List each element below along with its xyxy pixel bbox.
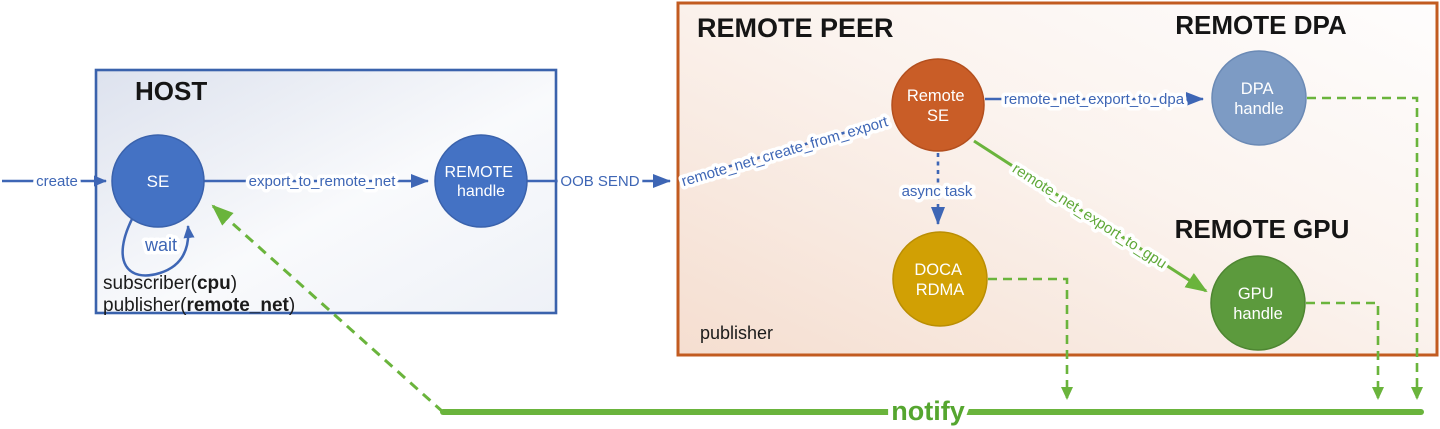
subscriber-arg: cpu [197, 273, 231, 294]
remote-dpa-title: REMOTE DPA [1175, 10, 1347, 40]
wait-label: wait [144, 235, 177, 255]
gpu-handle-node [1210, 255, 1306, 351]
se-node-label: SE [147, 172, 170, 191]
gpu-handle-line2: handle [1233, 305, 1283, 323]
notify-return-edge [211, 204, 445, 414]
doca-rdma-node [892, 231, 988, 327]
oob-send-label: OOB SEND [560, 173, 639, 190]
remote-handle-node-label: REMOTE handle [445, 164, 518, 200]
doca-rdma-line1: DOCA [914, 261, 962, 279]
subscriber-prefix: subscriber( [103, 273, 198, 294]
remote-se-line1: Remote [907, 87, 965, 105]
remote-se-node [891, 58, 985, 152]
remote-handle-line2: handle [457, 183, 505, 200]
dpa-handle-line1: DPA [1241, 80, 1274, 98]
create-edge-label: create [36, 173, 78, 190]
doca-notify-connector [988, 277, 1073, 400]
remote-handle-node [434, 134, 528, 228]
export-to-remote-net-label: export_to_remote_net [249, 173, 397, 190]
dpa-handle-node [1211, 50, 1307, 146]
publisher-suffix: ) [289, 295, 295, 316]
remote-gpu-title: REMOTE GPU [1175, 214, 1350, 244]
peer-publisher-label: publisher [700, 323, 773, 343]
remote-peer-title: REMOTE PEER [697, 13, 894, 43]
subscriber-suffix: ) [231, 273, 237, 294]
dpa-handle-node-label: DPA handle [1234, 80, 1284, 118]
gpu-handle-node-label: GPU handle [1233, 285, 1283, 323]
doca-rdma-node-label: DOCA RDMA [914, 261, 965, 299]
remote-handle-line1: REMOTE [445, 164, 513, 181]
remote-se-node-label: Remote SE [907, 87, 969, 125]
host-title: HOST [135, 76, 207, 106]
publisher-annotation: publisher(remote_net) [103, 295, 295, 316]
gpu-handle-line1: GPU [1238, 285, 1274, 303]
wait-self-loop [121, 216, 195, 277]
remote-net-export-to-gpu-edge [973, 139, 1208, 293]
notify-label: notify [891, 396, 965, 426]
publisher-prefix: publisher( [103, 295, 187, 316]
dpa-notify-connector [1307, 96, 1423, 400]
remote-se-line2: SE [927, 107, 949, 125]
remote-net-export-to-dpa-label: remote_net_export_to_dpa [1004, 91, 1185, 108]
se-node [111, 134, 205, 228]
remote-net-create-from-export-edge [678, 118, 889, 183]
async-task-label: async task [902, 183, 973, 200]
dpa-handle-line2: handle [1234, 100, 1284, 118]
publisher-arg: remote_net [186, 295, 289, 316]
doca-rdma-line2: RDMA [916, 281, 965, 299]
gpu-notify-connector [1306, 301, 1384, 400]
remote-peer-box [676, 1, 1439, 357]
subscriber-annotation: subscriber(cpu) [103, 273, 237, 294]
